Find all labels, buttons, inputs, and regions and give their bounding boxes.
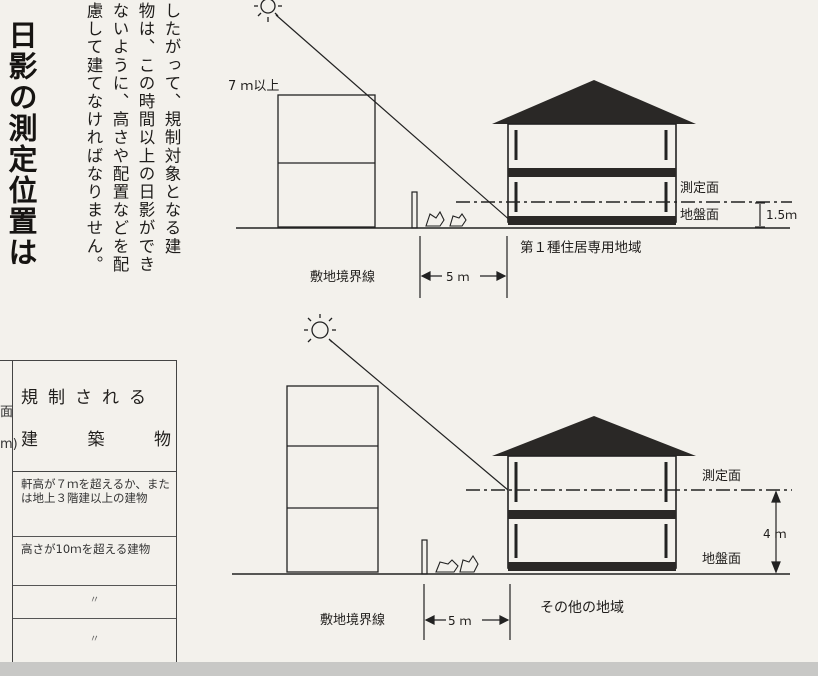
sun-icon: [304, 314, 336, 343]
diagram-top: 7 ｍ以上 測定面 地盤面: [228, 0, 797, 298]
height-value: 4 ｍ: [763, 527, 786, 541]
height-value: 1.5ｍ: [766, 208, 797, 222]
body-line: ないように、高さや配置などを配: [110, 2, 129, 274]
header-line-1: 規制される: [21, 388, 156, 408]
body-text: したがって、規制対象となる建 物は、この時間以上の日影ができ ないように、高さや…: [80, 2, 184, 322]
tall-building: [277, 94, 376, 228]
table-header: 規制される 建 築 物: [13, 361, 176, 472]
zone-label: 第１種住居専用地域: [520, 239, 642, 256]
house: [492, 416, 696, 571]
header-line-2: 建 築 物: [21, 425, 171, 450]
tall-building: [286, 385, 379, 573]
sun-icon: [254, 0, 282, 22]
row-text: 軒高が７ｍを超えるか、または地上３階建以上の建物: [21, 477, 170, 505]
ditto-mark: 〃: [89, 634, 100, 645]
measure-plane-label: 測定面: [702, 469, 741, 484]
boundary-label: 敷地境界線: [310, 269, 375, 285]
ditto-mark: 〃: [89, 595, 100, 606]
shrub-icon: [435, 554, 479, 573]
regulation-table: 面 m) 規制される 建 築 物 軒高が７ｍを超えるか、または地上３階建以上の建…: [0, 360, 177, 664]
distance-label: 5 ｍ: [446, 270, 469, 284]
shadow-diagrams: 7 ｍ以上 測定面 地盤面: [228, 0, 797, 640]
ground-plane-label: 地盤面: [702, 552, 741, 567]
zone-label: その他の地域: [540, 600, 624, 616]
stub-text: m): [0, 437, 18, 452]
body-line: したがって、規制対象となる建: [162, 2, 181, 256]
table-row: 軒高が７ｍを超えるか、または地上３階建以上の建物: [13, 472, 176, 537]
row-text: 高さが10ｍを超える建物: [21, 542, 151, 556]
header-char: 物: [154, 430, 171, 450]
ground-plane-label: 地盤面: [680, 208, 719, 223]
table-left-stub: 面 m): [0, 361, 18, 663]
body-line: 物は、この時間以上の日影ができ: [136, 2, 155, 274]
shrub-icon: [425, 210, 467, 227]
header-char: 建: [21, 430, 38, 450]
header-char: 築: [87, 430, 105, 450]
table-row: 〃: [13, 619, 176, 662]
body-line: 慮して建てなければなりません。: [84, 2, 103, 274]
measure-plane-label: 測定面: [680, 181, 719, 196]
house: [492, 80, 696, 225]
height-label: 7 ｍ以上: [228, 79, 279, 94]
boundary-label: 敷地境界線: [320, 612, 385, 628]
section-heading: 日影の測定位置は: [4, 20, 38, 268]
diagram-bottom: 測定面 地盤面 4 ｍ その他の地域 敷地境界線 5 ｍ: [232, 314, 792, 640]
table-row: 〃: [13, 586, 176, 619]
distance-label: 5 ｍ: [448, 614, 471, 628]
table-row: 高さが10ｍを超える建物: [13, 537, 176, 586]
stub-text: 面: [0, 405, 14, 420]
page-edge: [0, 662, 818, 676]
